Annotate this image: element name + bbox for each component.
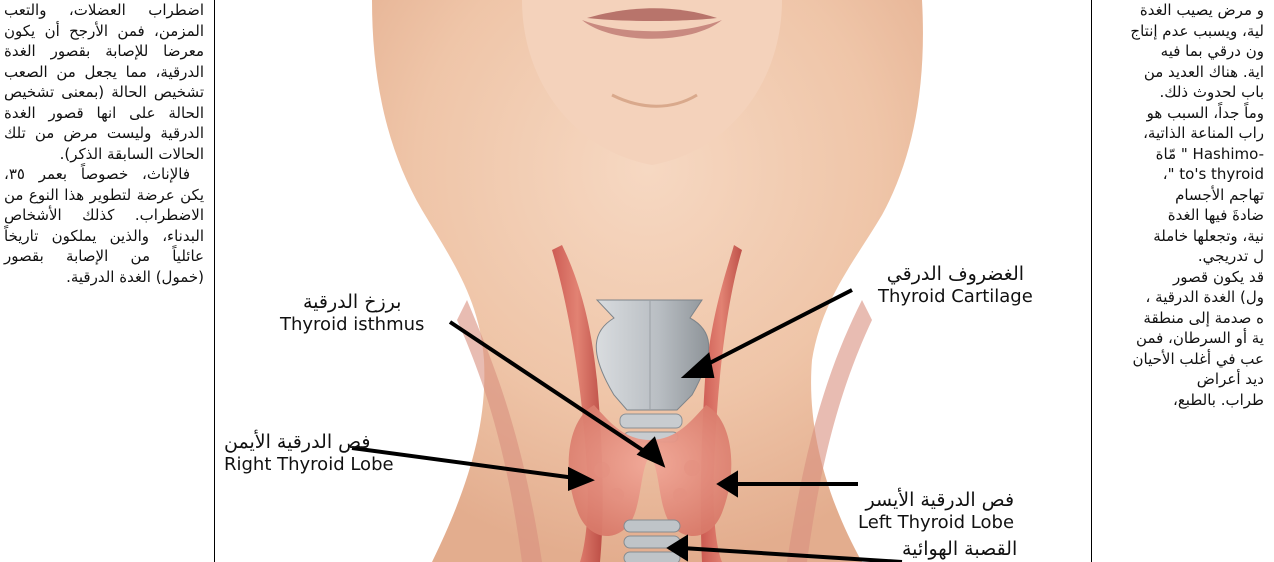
label-left-lobe-ar: فص الدرقية الأيسر bbox=[858, 488, 1014, 512]
label-trachea: القصبة الهوائية bbox=[902, 537, 1017, 561]
right-text-column: و مرض يصيب الغدة لية، ويسبب عدم إنتاج ون… bbox=[1097, 0, 1274, 562]
right-line: و مرض يصيب الغدة bbox=[1097, 0, 1264, 21]
right-line: ون درقي بما فيه bbox=[1097, 41, 1264, 62]
label-left-lobe: فص الدرقية الأيسر Left Thyroid Lobe bbox=[858, 488, 1014, 534]
label-left-lobe-en: Left Thyroid Lobe bbox=[858, 512, 1014, 534]
label-thyroid-cartilage-ar: الغضروف الدرقي bbox=[878, 262, 1033, 286]
label-trachea-ar: القصبة الهوائية bbox=[902, 537, 1017, 561]
right-line: ل تدريجي. bbox=[1097, 246, 1264, 267]
label-thyroid-cartilage: الغضروف الدرقي Thyroid Cartilage bbox=[878, 262, 1033, 308]
label-thyroid-isthmus: برزخ الدرقية Thyroid isthmus bbox=[280, 290, 424, 336]
right-line: قد يكون قصور bbox=[1097, 267, 1264, 288]
right-line: تهاجم الأجسام bbox=[1097, 185, 1264, 206]
left-paragraph-2: فالإناث، خصوصاً بعمر ٣٥، يكن عرضة لتطوير… bbox=[4, 164, 204, 287]
label-right-lobe-ar: فص الدرقية الأيمن bbox=[224, 430, 394, 454]
label-thyroid-isthmus-en: Thyroid isthmus bbox=[280, 314, 424, 336]
label-right-lobe-en: Right Thyroid Lobe bbox=[224, 454, 394, 476]
right-line: ول) الغدة الدرقية ، bbox=[1097, 287, 1264, 308]
right-line: ه صدمة إلى منطقة bbox=[1097, 308, 1264, 329]
right-line: مّاة " Hashimo- bbox=[1097, 144, 1264, 165]
label-thyroid-cartilage-en: Thyroid Cartilage bbox=[878, 286, 1033, 308]
right-line: باب لحدوث ذلك. bbox=[1097, 82, 1264, 103]
right-line: ،" to's thyroid bbox=[1097, 164, 1264, 185]
right-line: نية، وتجعلها خاملة bbox=[1097, 226, 1264, 247]
right-line: لية، ويسبب عدم إنتاج bbox=[1097, 21, 1264, 42]
left-text-column: اضطراب العضلات، والتعب المزمن، فمن الأرج… bbox=[0, 0, 210, 287]
right-line: طراب. بالطبع، bbox=[1097, 390, 1264, 411]
left-paragraph-1: اضطراب العضلات، والتعب المزمن، فمن الأرج… bbox=[4, 0, 204, 164]
right-line: وماً جداً، السبب هو bbox=[1097, 103, 1264, 124]
right-line: راب المناعة الذاتية، bbox=[1097, 123, 1264, 144]
right-line: اية. هناك العديد من bbox=[1097, 62, 1264, 83]
right-line: ضادةَ فيها الغدة bbox=[1097, 205, 1264, 226]
right-column-rule bbox=[1091, 0, 1092, 562]
right-line: عب في أغلب الأحيان bbox=[1097, 349, 1264, 370]
thyroid-illustration: الغضروف الدرقي Thyroid Cartilage برزخ ال… bbox=[222, 0, 1096, 562]
right-line: ية أو السرطان، فمن bbox=[1097, 328, 1264, 349]
right-line: ديد أعراض bbox=[1097, 369, 1264, 390]
left-column-rule bbox=[214, 0, 215, 562]
label-thyroid-isthmus-ar: برزخ الدرقية bbox=[280, 290, 424, 314]
label-right-lobe: فص الدرقية الأيمن Right Thyroid Lobe bbox=[224, 430, 394, 476]
